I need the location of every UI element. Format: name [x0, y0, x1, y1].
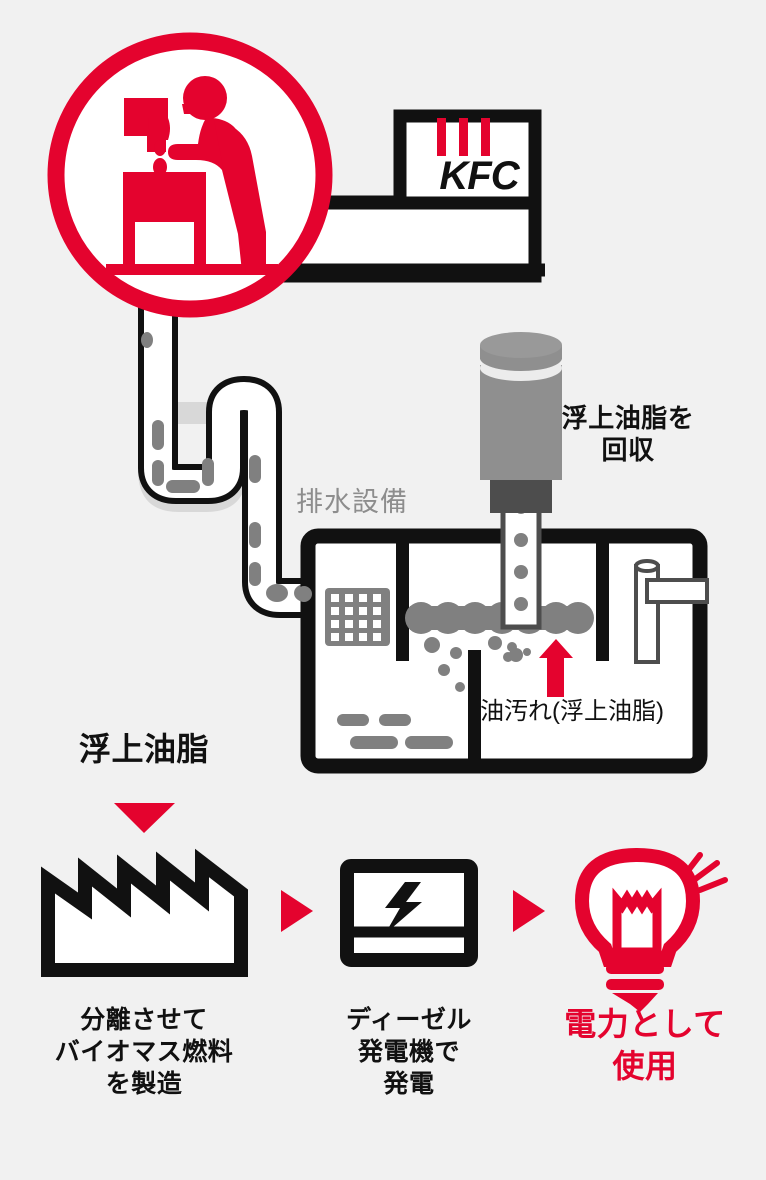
tank-sediment [337, 714, 453, 749]
tank-grate-icon [325, 588, 390, 646]
lightbulb-icon [574, 847, 728, 1012]
floating-grease-layer [405, 602, 594, 634]
sink-washing-badge [47, 32, 333, 318]
flow-arrow-1-icon [281, 890, 313, 932]
kfc-stripe [459, 118, 468, 156]
step-1-caption-line3: を製造 [105, 1070, 183, 1098]
step-2-caption-line2: 発電機で [357, 1038, 460, 1066]
step-1-caption-line2: バイオマス燃料 [54, 1038, 234, 1066]
drainage-equipment-label: 排水設備 [296, 487, 408, 517]
step-3-caption-line1: 電力として [564, 1006, 726, 1042]
collector-body [480, 365, 562, 480]
collector-label-line1: 浮上油脂を [561, 403, 695, 433]
tank-inlet-blob [296, 586, 312, 602]
grease-up-arrow-icon [539, 639, 573, 697]
factory-icon [41, 848, 248, 977]
collector-collar [490, 477, 552, 513]
generator-lightning-icon [340, 859, 478, 967]
sink-washing-icon [106, 76, 278, 275]
step-2-caption-line3: 発電 [383, 1070, 435, 1098]
flow-source-label: 浮上油脂 [78, 731, 209, 767]
tank-outlet-pipe [634, 559, 709, 664]
step-2-caption-line1: ディーゼル [346, 1006, 472, 1034]
kfc-wordmark: KFC [439, 154, 519, 198]
badge-ring [47, 32, 333, 318]
kfc-stripe [437, 118, 446, 156]
rising-grease-droplets [424, 636, 531, 692]
kfc-stripe [481, 118, 490, 156]
grease-callout-label: 油汚れ(浮上油脂) [480, 698, 664, 725]
tank-baffle-right [596, 536, 609, 661]
step-1-caption-line1: 分離させて [80, 1006, 208, 1034]
tank-baffle-bottom [468, 650, 481, 766]
flow-arrow-2-icon [513, 890, 545, 932]
drainage-tank [296, 528, 709, 774]
grease-collector-device [480, 332, 562, 630]
step-3-caption-line2: 使用 [612, 1048, 678, 1084]
collector-label-line2: 回収 [601, 435, 655, 465]
flow-down-arrow-icon [114, 803, 175, 833]
tank-baffle-left [396, 536, 409, 661]
